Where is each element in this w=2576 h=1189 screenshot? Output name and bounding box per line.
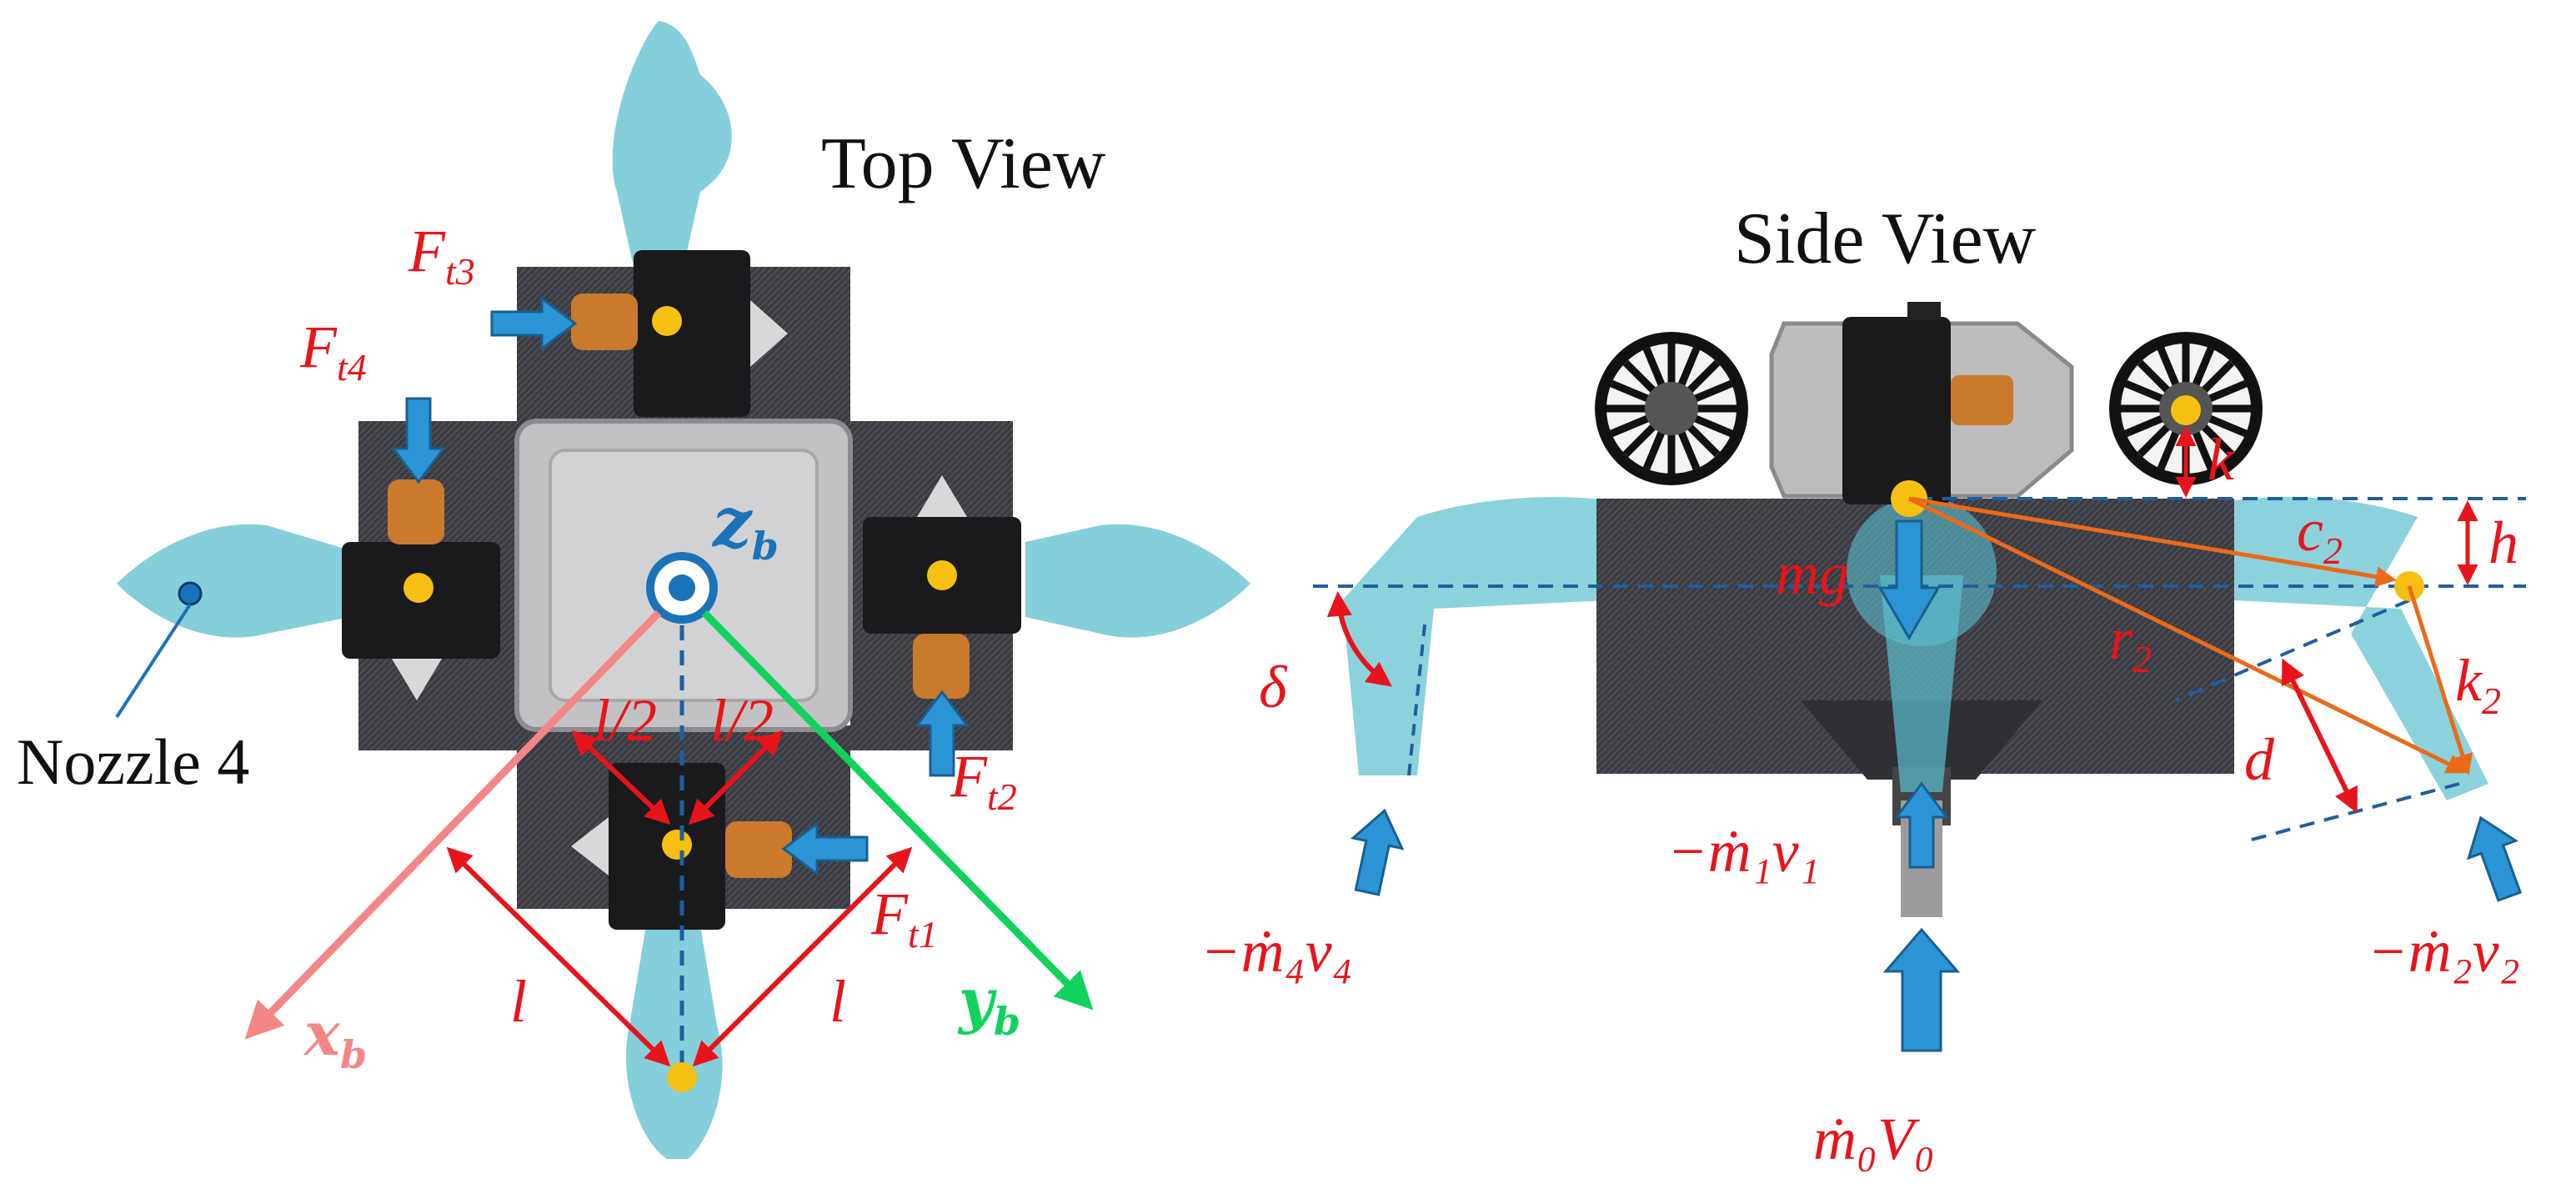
thrust-label-t2: Ft2: [950, 743, 1017, 818]
flow-label-m1v1: −ṁ₁v₁: [1667, 818, 1820, 885]
k2-perp-line-bottom: [2242, 782, 2460, 844]
x-axis-label: xb: [303, 998, 367, 1077]
thrust-label-t3: Ft3: [408, 218, 475, 293]
thruster-top: [571, 250, 788, 417]
d-label: d: [2244, 726, 2275, 793]
dim-full-left: [446, 846, 671, 1067]
thruster-right: [863, 475, 1021, 699]
thrust-label-t1: Ft1: [870, 880, 938, 956]
nozzle-left: [117, 524, 350, 638]
dim-full-right: [692, 846, 913, 1067]
nozzle-4-marker: [178, 581, 203, 606]
nozzle-center-dot: [667, 1062, 697, 1092]
dim-full-left-label: l: [510, 968, 527, 1035]
top-view-title: Top View: [821, 123, 1106, 204]
fan-left: [1595, 332, 1748, 485]
k2-perp-line-top: [2175, 599, 2410, 702]
top-assembly: [1769, 302, 2074, 504]
mg-arrow: [1877, 519, 1941, 640]
k-label: k: [2208, 426, 2236, 493]
flow-arrow-m4: [1341, 804, 1411, 899]
mg-label: mg: [1776, 540, 1849, 607]
dim-full-right-label: l: [829, 968, 846, 1035]
top-view: Nozzle 4 zb xb yb l/2 l/2 l l Ft3 Ft4 Ft: [17, 21, 1250, 1159]
nozzle-top: [612, 21, 732, 267]
thruster-left: [342, 479, 500, 700]
delta-ref-line: [1407, 616, 1427, 776]
k2-line: [2407, 585, 2473, 775]
y-axis-label: yb: [957, 965, 1020, 1044]
dim-half-right-label: l/2: [710, 687, 774, 754]
flow-arrow-m0: [1882, 927, 1961, 1052]
flow-label-m4v4: −ṁ₄v₄: [1200, 918, 1353, 985]
thrust-label-t4: Ft4: [299, 314, 367, 389]
z-axis-symbol: [646, 552, 718, 624]
side-view: Side View: [1200, 198, 2534, 1172]
k2-label: k2: [2455, 647, 2501, 722]
dim-half-right: [688, 730, 784, 825]
r2-label: r2: [2109, 605, 2152, 680]
nozzle-bottom: [626, 926, 723, 1159]
x-axis-arrow: [244, 610, 662, 1040]
z-axis-label: zb: [711, 483, 779, 569]
nozzle-4-label: Nozzle 4: [17, 725, 249, 798]
delta-arc: [1326, 591, 1392, 687]
y-axis-arrow: [701, 610, 1094, 1011]
flow-label-m2v2: −ṁ₂v₂: [2368, 918, 2520, 985]
nozzle-left-leg: [1342, 497, 1609, 775]
nozzle-right-leg: [2234, 497, 2488, 800]
dim-half-left-label: l/2: [594, 687, 657, 754]
flow-arrow-m2: [2456, 808, 2534, 906]
flow-label-m0V0: ṁ₀V₀: [1813, 1106, 1935, 1172]
r2-line: [1907, 496, 2468, 774]
h-label: h: [2488, 509, 2518, 576]
nozzle-right: [1025, 524, 1250, 638]
d-dim: [2281, 658, 2358, 814]
c2-label: c2: [2297, 497, 2343, 572]
c2-line: [1908, 496, 2397, 588]
dim-half-left: [571, 730, 671, 825]
side-view-title: Side View: [1734, 198, 2037, 279]
delta-label: δ: [1259, 654, 1288, 720]
